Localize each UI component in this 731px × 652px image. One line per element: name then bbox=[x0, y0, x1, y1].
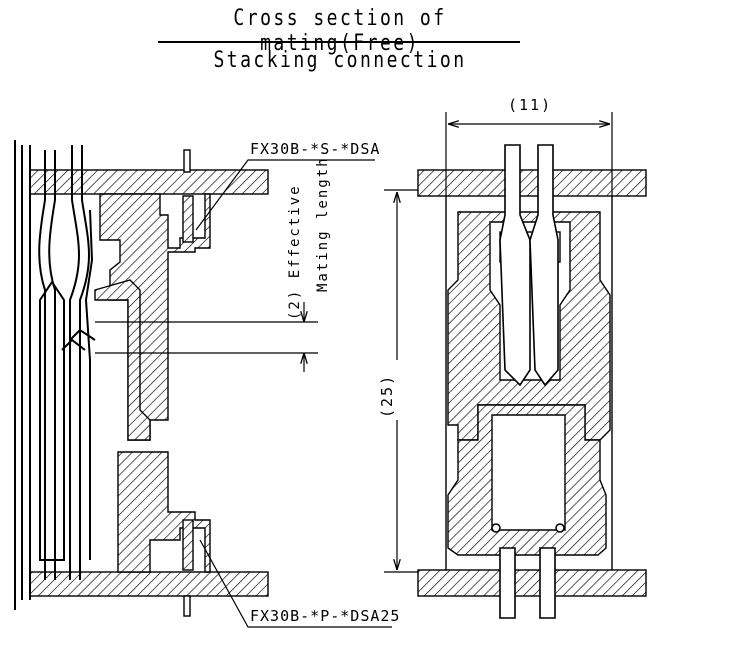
width-dim-label: (11) bbox=[508, 96, 552, 114]
height-dim-label: (25) bbox=[378, 374, 396, 418]
lower-tail-left bbox=[183, 595, 191, 617]
left-section-view bbox=[14, 140, 269, 617]
contacts-left bbox=[21, 145, 96, 600]
header-part-label: FX30B-*P-*DSA25 bbox=[250, 607, 400, 625]
receptacle-part-label: FX30B-*S-*DSA bbox=[250, 140, 380, 158]
header-housing-right bbox=[447, 404, 607, 556]
drawing-title: Cross section of mating(Free) bbox=[233, 6, 447, 56]
upper-tail-hatch-left bbox=[182, 195, 194, 243]
header-housing-left bbox=[117, 451, 211, 573]
leader-lines bbox=[95, 159, 392, 628]
lower-tail-hatch-left bbox=[182, 519, 194, 571]
mating-shoulder-left bbox=[94, 279, 151, 441]
width-dimension bbox=[445, 112, 613, 196]
title-underline bbox=[158, 41, 520, 43]
mating-length-label: Mating length bbox=[315, 156, 331, 292]
effective-mating-label: (2) Effective bbox=[287, 184, 303, 320]
housing-outline-right bbox=[445, 196, 613, 570]
upper-tail-left bbox=[183, 149, 191, 173]
drawing-subtitle: Stacking connection bbox=[213, 48, 467, 73]
upper-pcb-right bbox=[417, 169, 647, 197]
height-dimension bbox=[384, 189, 418, 573]
right-section-view bbox=[417, 144, 647, 619]
lower-pcb-right bbox=[417, 569, 647, 597]
contacts-right bbox=[491, 144, 565, 619]
receptacle-housing-left bbox=[99, 193, 211, 441]
lower-pcb-left bbox=[29, 571, 269, 597]
